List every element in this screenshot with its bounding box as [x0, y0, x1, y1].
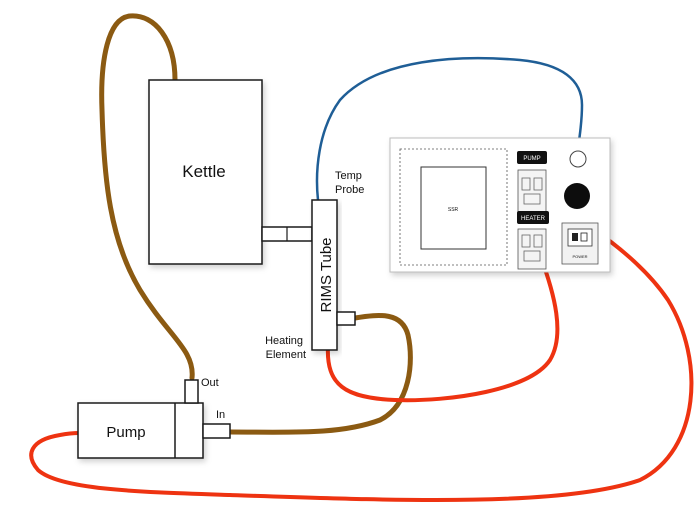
heating-element-label-line2: Element	[266, 349, 306, 361]
power-inlet-label: POWER	[572, 254, 587, 259]
heating-element-label-line1: Heating	[265, 335, 303, 347]
pump-out-port	[184, 379, 199, 404]
pump-power-cable	[29, 191, 694, 503]
controller-knob	[564, 183, 590, 209]
heater-outlet	[517, 228, 547, 270]
kettle-outlet-pipe	[261, 226, 313, 242]
kettle-label: Kettle	[182, 162, 225, 181]
probe-jack	[569, 150, 587, 168]
pump: Pump	[77, 379, 231, 459]
pump-outlet	[517, 169, 547, 213]
heater-badge	[517, 211, 549, 224]
control-panel: SSR PUMP HEATER POWER	[389, 137, 611, 273]
heater-badge-label: HEATER	[521, 216, 546, 222]
pump-out-label: Out	[201, 377, 219, 389]
rims-tube-label: RIMS Tube	[318, 237, 335, 312]
temp-probe-label-line2: Probe	[335, 184, 364, 196]
pump-in-port	[202, 423, 231, 439]
power-inlet: POWER	[561, 222, 599, 265]
ssr-box	[420, 166, 487, 250]
hose-kettle-to-pump-out	[99, 13, 195, 381]
temp-probe-cable	[315, 56, 584, 202]
pump-label: Pump	[106, 424, 145, 441]
power-cable-group	[29, 191, 694, 503]
ssr-label: SSR	[448, 207, 459, 213]
pump-badge	[517, 151, 547, 164]
heater-cable	[325, 253, 560, 403]
pump-in-label: In	[216, 409, 225, 421]
rims-heating-port	[336, 311, 356, 326]
panel-ssr-area	[399, 148, 508, 266]
rims-tube: RIMS Tube	[311, 199, 356, 351]
pump-badge-label: PUMP	[523, 156, 540, 162]
kettle: Kettle	[148, 79, 263, 265]
temp-probe-label-line1: Temp	[335, 170, 362, 182]
